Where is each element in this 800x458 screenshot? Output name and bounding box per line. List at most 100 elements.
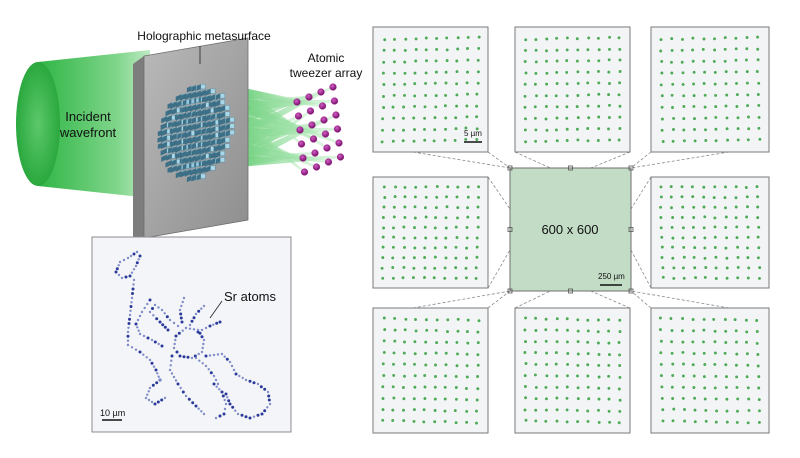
- tweezer-spot: [746, 276, 750, 280]
- zoom-panel: [372, 307, 489, 434]
- tweezer-spot: [565, 59, 569, 63]
- tweezer-spot: [424, 48, 428, 52]
- tweezer-spot: [414, 37, 418, 41]
- tweezer-spot: [524, 117, 527, 121]
- sr-atom: [259, 385, 263, 389]
- pillar-top: [220, 150, 226, 156]
- pillar-side: [215, 157, 221, 164]
- tweezer-spot: [413, 82, 417, 86]
- pillar-top: [224, 143, 230, 149]
- tweezer-rays: [240, 85, 341, 174]
- tweezer-spot: [475, 127, 479, 131]
- tweezer-spot: [381, 362, 385, 366]
- tweezer-spot: [702, 185, 706, 189]
- tweezer-spot: [735, 236, 739, 240]
- pillar-side: [165, 108, 172, 117]
- sr-atom: [172, 375, 176, 379]
- trapped-atom: [308, 121, 316, 129]
- tweezer-spot: [413, 374, 417, 378]
- tweezer-spot: [404, 37, 408, 41]
- tweezer-spot: [434, 206, 438, 210]
- pillar-side: [205, 133, 211, 141]
- tweezer-spot: [555, 36, 559, 40]
- tweezer-spot: [383, 38, 387, 42]
- sr-atom: [172, 346, 176, 350]
- tweezer-spot: [596, 139, 600, 142]
- sr-atom: [220, 390, 224, 394]
- sr-atom: [190, 319, 194, 323]
- pillar-side: [184, 92, 192, 100]
- tweezer-spot: [523, 328, 527, 332]
- tweezer-spot: [724, 185, 727, 189]
- tweezer-spot: [435, 185, 439, 188]
- tweezer-spot: [393, 339, 397, 343]
- tweezer-spot: [725, 116, 729, 120]
- pillar-side: [218, 124, 226, 132]
- incident-label-line2: wavefront: [59, 125, 117, 140]
- trapped-atom: [311, 149, 319, 157]
- pillar-side: [202, 96, 206, 103]
- sr-atom: [130, 296, 134, 300]
- tweezer-spot: [544, 419, 548, 423]
- tweezer-spot: [586, 48, 590, 52]
- tweezer-spot: [745, 47, 749, 51]
- tweezer-spot: [597, 115, 601, 119]
- tweezer-spot: [524, 362, 528, 365]
- tweezer-spot: [692, 104, 696, 108]
- pillar-side: [209, 132, 216, 141]
- sr-atom: [194, 312, 198, 316]
- tweezer-spot: [391, 419, 395, 422]
- tweezer-spot: [424, 340, 428, 344]
- sr-atom: [188, 323, 192, 327]
- pillar-top: [229, 129, 235, 135]
- sr-atom: [177, 331, 181, 335]
- tweezer-spot: [724, 215, 728, 219]
- tweezer-spot: [597, 69, 600, 73]
- tweezer-spot: [465, 81, 469, 85]
- tweezer-spot: [433, 385, 437, 389]
- tweezer-spot: [713, 340, 717, 344]
- sr-atom: [221, 394, 225, 398]
- pillar-side: [176, 139, 182, 146]
- tweezer-spot: [746, 386, 750, 390]
- sr-atom: [148, 386, 152, 390]
- tweezer-spot: [392, 215, 396, 219]
- sr-atom: [228, 402, 232, 406]
- zoom-panel: [650, 307, 770, 434]
- tweezer-spot: [608, 138, 612, 142]
- sr-atom: [140, 310, 144, 314]
- tweezer-spot: [725, 236, 729, 240]
- tweezer-spot: [392, 235, 396, 239]
- pillar-side: [202, 121, 206, 128]
- tweezer-spot: [576, 138, 580, 142]
- sr-atom: [144, 396, 148, 400]
- zoom-panel: [372, 176, 489, 289]
- tweezer-spot: [714, 266, 718, 270]
- tweezer-spot: [456, 185, 460, 189]
- tweezer-spot: [701, 47, 705, 51]
- tweezer-spot: [702, 328, 706, 332]
- sr-atom: [204, 326, 208, 330]
- tweezer-spot: [403, 328, 407, 332]
- tweezer-spot: [670, 48, 674, 52]
- tweezer-spot: [403, 82, 407, 86]
- tweezer-spot: [524, 38, 528, 42]
- tweezer-spot: [393, 37, 396, 41]
- tweezer-spot: [757, 398, 761, 402]
- tweezer-spot: [658, 316, 662, 320]
- tweezer-spot: [391, 105, 395, 109]
- tweezer-spot: [756, 47, 760, 51]
- tweezer-spot: [746, 256, 750, 260]
- trapped-atom: [318, 102, 327, 110]
- tweezer-spot: [422, 408, 426, 412]
- tweezer-spot: [617, 387, 621, 391]
- tweezer-spot: [756, 93, 760, 96]
- sr-atom: [263, 387, 267, 391]
- tweezer-spot: [545, 128, 549, 132]
- tweezer-spot: [608, 420, 612, 424]
- tweezer-spot: [476, 341, 480, 345]
- pillar-side: [210, 139, 216, 146]
- tweezer-spot: [465, 226, 469, 229]
- tweezer-spot: [758, 266, 762, 270]
- tweezer-spot: [424, 71, 428, 75]
